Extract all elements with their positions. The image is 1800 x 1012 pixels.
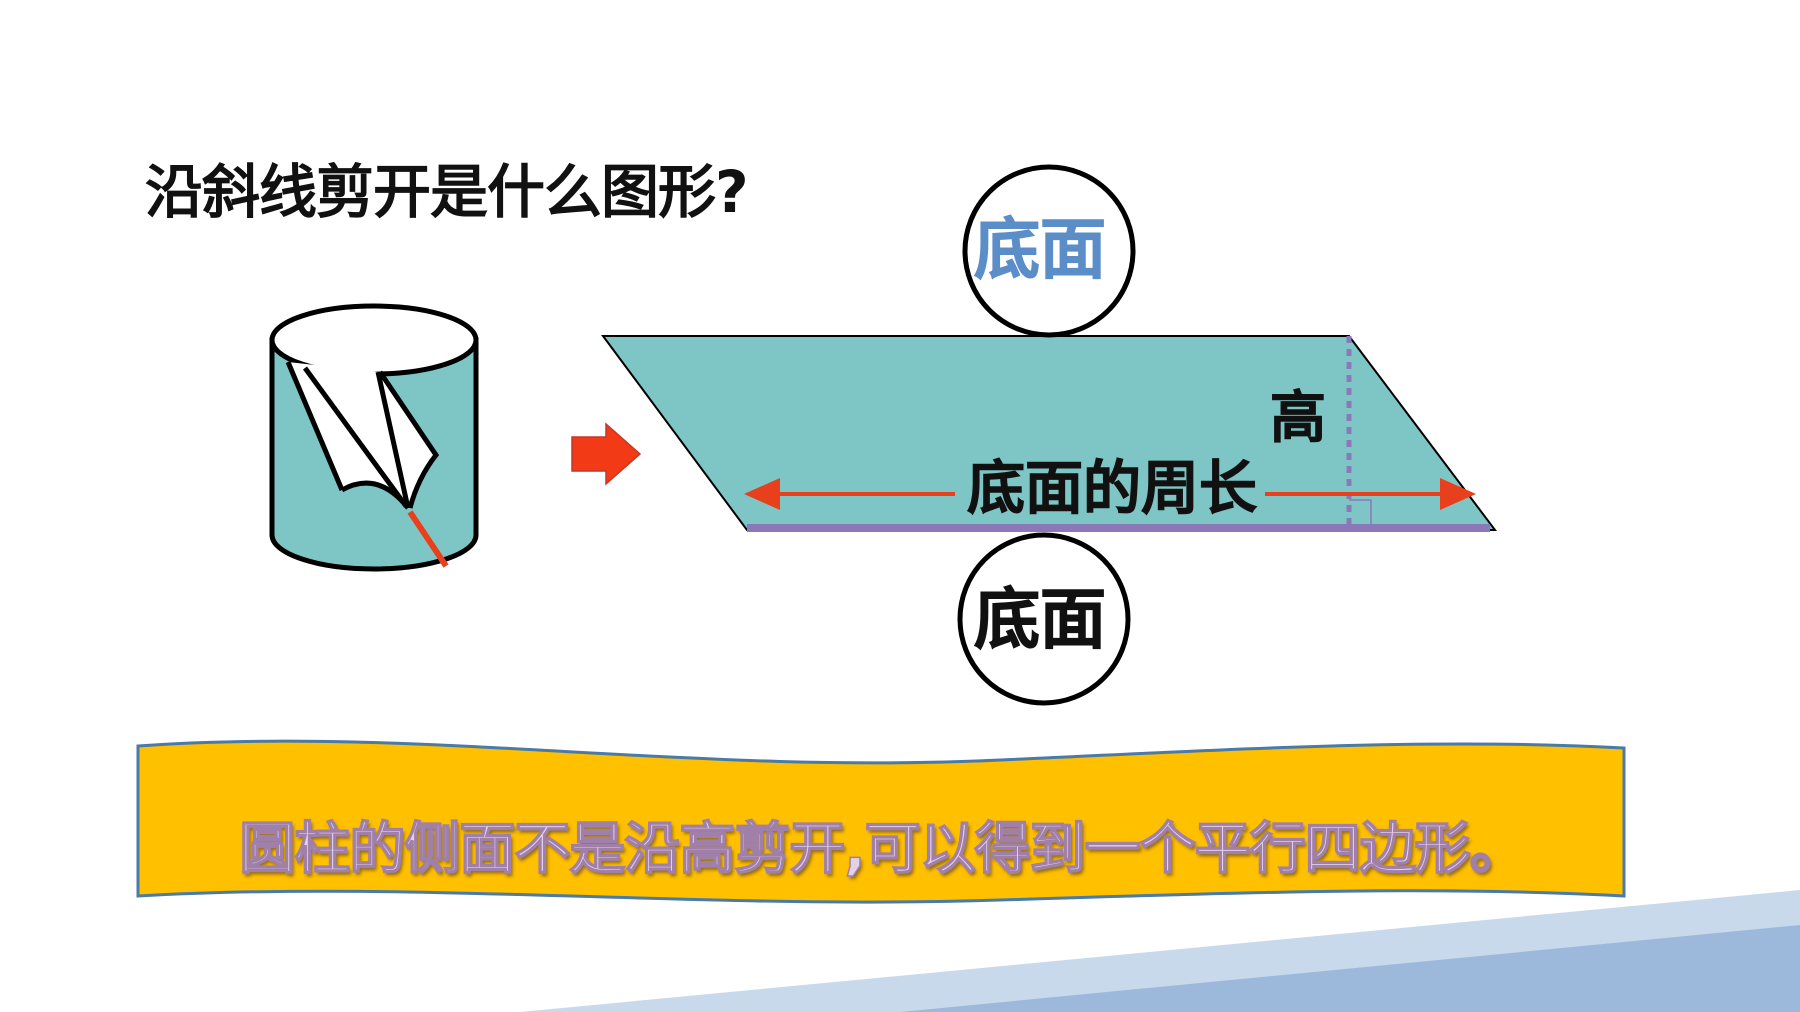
bottom-base-label: 底面	[974, 581, 1106, 658]
corner-band-dark	[900, 925, 1800, 1012]
height-label: 高	[1270, 386, 1326, 451]
top-base-circle	[962, 164, 1136, 338]
right-arrow-icon	[571, 422, 642, 486]
bottom-base-circle	[957, 532, 1131, 706]
cut-cylinder-icon	[269, 303, 479, 572]
perimeter-label: 底面的周长	[967, 454, 1257, 522]
slide-title: 沿斜线剪开是什么图形?	[145, 158, 749, 226]
top-base-label: 底面	[974, 211, 1106, 288]
unrolled-parallelogram	[601, 335, 1498, 532]
conclusion-text: 圆柱的侧面不是沿高剪开,可以得到一个平行四边形。	[239, 816, 1527, 883]
conclusion-banner	[136, 739, 1626, 904]
